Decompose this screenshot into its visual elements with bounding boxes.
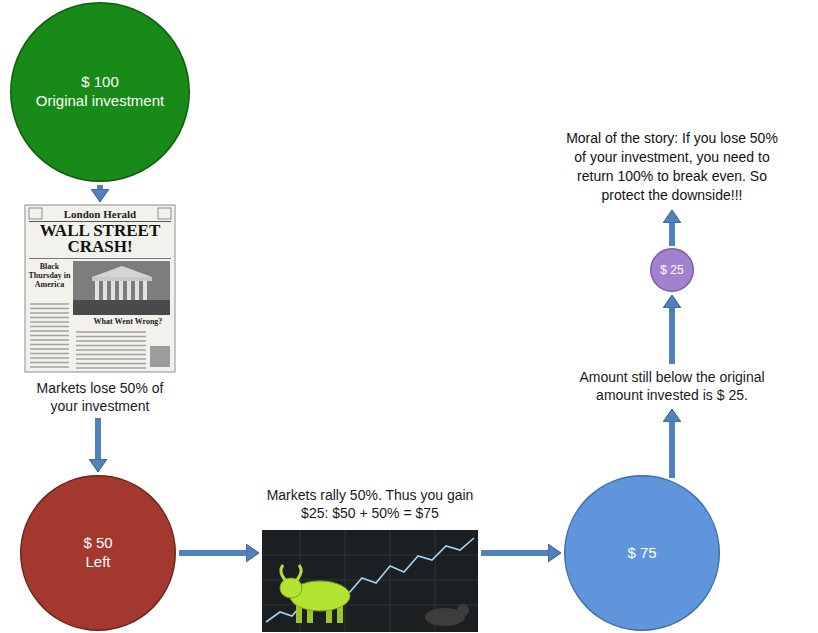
chart-line — [266, 538, 474, 622]
temple-beam — [92, 277, 152, 281]
circle-shape — [11, 3, 190, 182]
arrow-shaft — [179, 550, 247, 556]
circle-shape — [651, 249, 694, 292]
caption-text: Markets lose 50% of your investment — [25, 380, 175, 415]
amount-text: $ 100 — [81, 73, 119, 92]
flow-arrow — [669, 222, 675, 246]
bull-legs — [296, 604, 343, 623]
ear-box — [158, 208, 171, 219]
photo-ground — [262, 530, 478, 632]
arrow-shaft — [669, 307, 675, 364]
amount-text: $ 50 — [83, 534, 112, 553]
flow-arrow — [98, 418, 99, 460]
arrow-shaft — [669, 421, 675, 478]
column-lines — [30, 304, 69, 367]
caption-text: Left — [85, 553, 110, 572]
moral-note: Moral of the story: If you lose 50% of y… — [562, 129, 782, 205]
masthead-rule — [29, 221, 171, 222]
chart-grid — [262, 530, 478, 632]
bull-market-photo — [262, 530, 478, 632]
bull-body — [290, 581, 350, 611]
bear-head — [457, 604, 469, 616]
bull-horns — [281, 565, 301, 580]
amount-text: $ 25 — [660, 263, 683, 278]
headline-text: WALL STREET CRASH! — [27, 223, 173, 255]
crowd — [73, 300, 170, 315]
flow-arrow — [100, 185, 101, 190]
masthead-text: London Herald — [45, 208, 155, 220]
loss-circle: $ 50Left — [20, 475, 176, 631]
flow-arrow — [179, 553, 247, 554]
ear-box — [29, 208, 42, 219]
newspaper-sheet — [25, 205, 175, 372]
headline-rule — [29, 258, 171, 259]
bear-body — [425, 608, 465, 626]
bull-head — [280, 578, 302, 598]
circle-shape — [21, 476, 176, 631]
caption-text: Original investment — [36, 92, 164, 111]
small-photo — [150, 346, 170, 367]
column-lines — [76, 332, 146, 368]
shortfall-circle: $ 25 — [650, 248, 694, 292]
caption-text: Markets rally 50%. Thus you gain $25: $5… — [262, 487, 478, 522]
news-photo — [73, 261, 170, 315]
subhead-text: What Went Wrong? — [86, 317, 170, 327]
note-text: Amount still below the original amount i… — [554, 368, 790, 405]
subhead-text: Black Thursday in America — [28, 262, 71, 289]
arrow-shaft — [481, 550, 549, 556]
temple-columns — [95, 281, 147, 300]
rally-panel: Markets rally 50%. Thus you gain $25: $5… — [262, 487, 478, 632]
recovery-circle: $ 75 — [564, 475, 720, 631]
amount-text: $ 75 — [627, 544, 656, 563]
flow-arrow — [481, 553, 549, 554]
arrow-shaft — [97, 185, 103, 190]
investment-circle: $ 100Original investment — [10, 2, 190, 182]
newspaper-illustration — [25, 205, 175, 372]
temple-roof — [92, 266, 152, 277]
arrow-shaft — [95, 418, 101, 460]
circle-shape — [565, 476, 720, 631]
